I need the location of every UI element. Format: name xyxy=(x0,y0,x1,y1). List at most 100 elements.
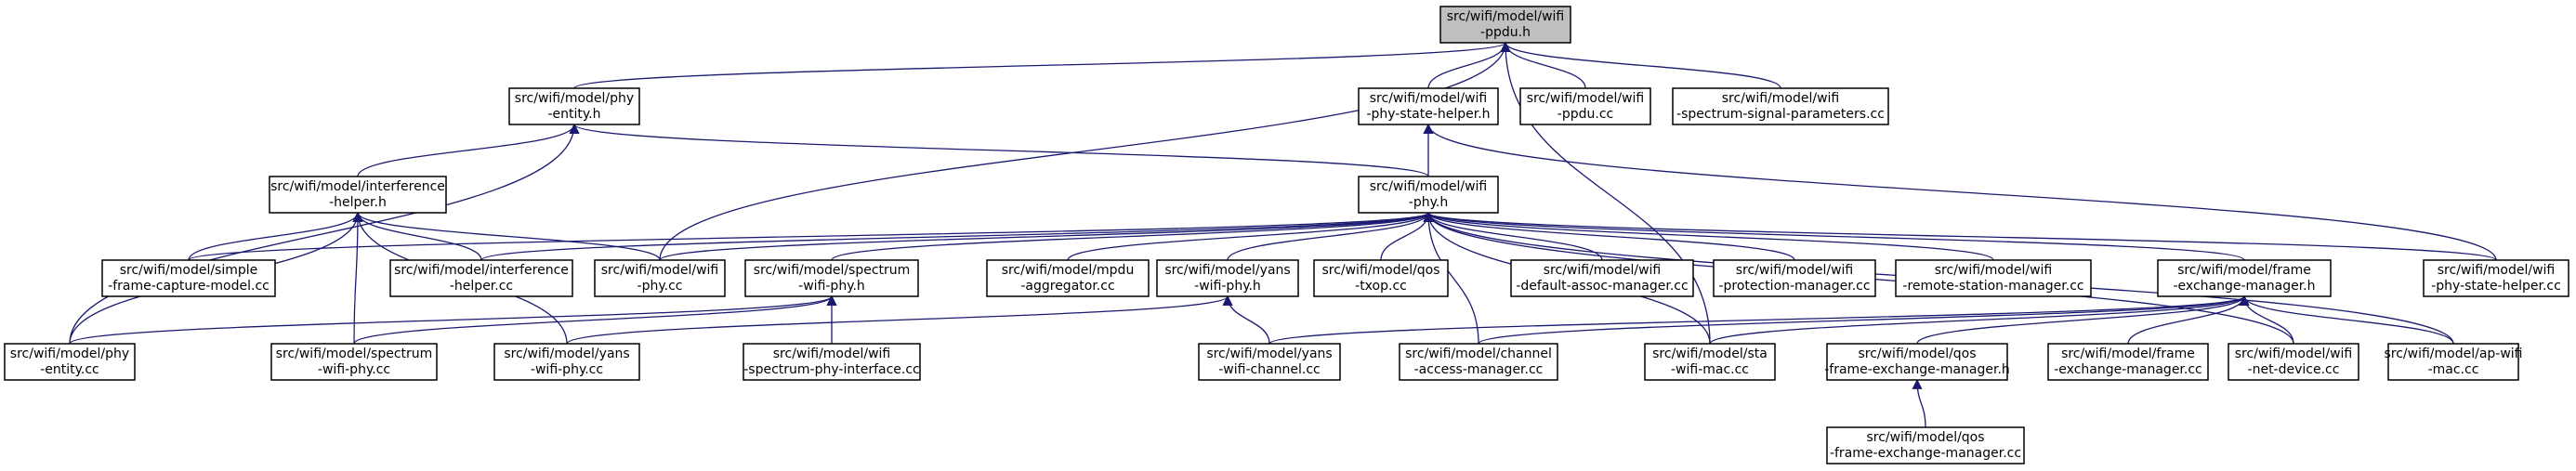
file-node-ap-wifi-mac-cc[interactable]: src/wifi/model/ap-wifi-mac.cc xyxy=(2384,343,2523,381)
file-node-label-line: src/wifi/model/frame xyxy=(2061,347,2195,361)
file-node-label-line: -wifi-phy.cc xyxy=(531,362,603,377)
file-node-box xyxy=(101,259,276,297)
file-node-spectrum-wifi-phy-h[interactable]: src/wifi/model/spectrum-wifi-phy.h xyxy=(744,259,919,297)
edge-interference_helper_cc-to-wifi_phy_h xyxy=(480,211,1434,261)
file-node-label-line: -ppdu.cc xyxy=(1557,107,1613,122)
file-node-protection-manager-cc[interactable]: src/wifi/model/wifi-protection-manager.c… xyxy=(1713,259,1876,297)
file-node-label-line: src/wifi/model/wifi xyxy=(1544,263,1662,278)
dependency-edge xyxy=(831,211,1434,261)
file-node-label-line: -frame-exchange-manager.h xyxy=(1824,362,2010,377)
file-node-wifi-ppdu-cc[interactable]: src/wifi/model/wifi-ppdu.cc xyxy=(1519,87,1651,125)
file-node-phy-entity-cc[interactable]: src/wifi/model/phy-entity.cc xyxy=(4,343,136,381)
edge-phy_entity_h-to-root xyxy=(573,41,1511,89)
file-node-box xyxy=(2047,343,2209,381)
file-node-label-line: -txop.cc xyxy=(1355,279,1407,294)
file-node-label-line: -exchange-manager.h xyxy=(2174,279,2316,294)
file-node-qos-frame-exchange-manager-cc[interactable]: src/wifi/model/qos-frame-exchange-manage… xyxy=(1826,426,2025,464)
file-node-box xyxy=(389,259,573,297)
edge-phy_state_helper_cc-to-phy_state_helper_h xyxy=(1423,123,2497,261)
file-node-interference-helper-cc[interactable]: src/wifi/model/interference-helper.cc xyxy=(389,259,573,297)
file-node-root[interactable]: src/wifi/model/wifi-ppdu.h xyxy=(1439,6,1571,44)
file-node-phy-entity-h[interactable]: src/wifi/model/phy-entity.h xyxy=(508,87,640,125)
file-node-label-line: -mac.cc xyxy=(2428,362,2479,377)
edge-wifi_phy_h-to-phy_entity_h xyxy=(569,123,1429,177)
dependency-edge xyxy=(1500,41,1781,89)
edge-wifi_ppdu_cc-to-root xyxy=(1500,41,1586,89)
file-node-label-line: -frame-exchange-manager.cc xyxy=(1830,446,2021,461)
file-node-box xyxy=(1519,87,1651,125)
file-node-default-assoc-manager-cc[interactable]: src/wifi/model/wifi-default-assoc-manage… xyxy=(1510,259,1694,297)
file-node-box xyxy=(1358,87,1499,125)
file-node-label-line: src/wifi/model/yans xyxy=(1206,347,1332,361)
file-node-remote-station-manager-cc[interactable]: src/wifi/model/wifi-remote-station-manag… xyxy=(1895,259,2092,297)
file-node-yans-wifi-channel-cc[interactable]: src/wifi/model/yans-wifi-channel.cc xyxy=(1198,343,1341,381)
edge-phy_entity_cc-to-phy_entity_h xyxy=(69,123,580,345)
file-node-label-line: src/wifi/model/qos xyxy=(1858,347,1976,361)
file-node-simple-frame-capture-cc[interactable]: src/wifi/model/simple-frame-capture-mode… xyxy=(101,259,276,297)
dependency-edge xyxy=(1709,294,2250,345)
dependency-edge xyxy=(1222,294,1270,345)
edge-spectrum_wifi_phy_h-to-wifi_phy_h xyxy=(831,211,1434,261)
file-node-label-line: src/wifi/model/simple xyxy=(120,263,258,278)
file-node-yans-wifi-phy-h[interactable]: src/wifi/model/yans-wifi-phy.h xyxy=(1156,259,1299,297)
file-node-box xyxy=(1313,259,1449,297)
file-node-label-line: src/wifi/model/ap-wifi xyxy=(2384,347,2522,361)
file-node-label-line: src/wifi/model/interference xyxy=(270,179,445,194)
file-node-label-line: -wifi-phy.h xyxy=(1194,279,1261,294)
file-node-label-line: -phy-state-helper.h xyxy=(1366,107,1490,122)
file-node-frame-exchange-manager-cc[interactable]: src/wifi/model/frame-exchange-manager.cc xyxy=(2047,343,2209,381)
file-node-label-line: src/wifi/model/wifi xyxy=(1935,263,2053,278)
file-node-label-line: -wifi-mac.cc xyxy=(1671,362,1749,377)
file-node-label-line: -wifi-channel.cc xyxy=(1218,362,1321,377)
file-node-label-line: src/wifi/model/yans xyxy=(1164,263,1290,278)
file-node-label-line: src/wifi/model/interference xyxy=(394,263,569,278)
file-node-wifi-phy-h[interactable]: src/wifi/model/wifi-phy.h xyxy=(1358,176,1499,214)
file-node-label-line: src/wifi/model/phy xyxy=(10,347,129,361)
file-node-label-line: src/wifi/model/wifi xyxy=(1370,179,1488,194)
file-node-label-line: src/wifi/model/yans xyxy=(504,347,629,361)
edge-channel_access_manager_cc-to-frame_exchange_manager_h xyxy=(1478,294,2250,345)
edge-interference_helper_cc-to-interference_helper_h xyxy=(352,211,482,261)
dependency-edge xyxy=(1268,294,2250,345)
file-node-frame-exchange-manager-h[interactable]: src/wifi/model/frame-exchange-manager.h xyxy=(2157,259,2332,297)
file-node-label-line: -protection-manager.cc xyxy=(1718,279,1870,294)
edge-qos_frame_exchange_manager_h-to-frame_exchange_manager_h xyxy=(1916,294,2250,345)
file-node-box xyxy=(269,176,447,214)
dependency-edge xyxy=(352,211,363,345)
file-node-box xyxy=(2228,343,2359,381)
edge-sta_wifi_mac_cc-to-root xyxy=(1500,41,1711,345)
file-node-label-line: src/wifi/model/spectrum xyxy=(754,263,911,278)
file-node-mpdu-aggregator-cc[interactable]: src/wifi/model/mpdu-aggregator.cc xyxy=(986,259,1150,297)
edge-mpdu_aggregator_cc-to-wifi_phy_h xyxy=(1067,211,1434,261)
file-node-label-line: src/wifi/model/wifi xyxy=(1447,9,1565,24)
dependency-edge xyxy=(188,211,1433,261)
file-node-phy-state-helper-h[interactable]: src/wifi/model/wifi-phy-state-helper.h xyxy=(1358,87,1499,125)
file-node-label-line: -exchange-manager.cc xyxy=(2054,362,2202,377)
edge-channel_access_manager_cc-to-wifi_phy_h xyxy=(1423,211,1479,345)
edge-wifi_phy_cc-to-wifi_phy_h xyxy=(659,211,1434,261)
file-node-wifi-phy-cc[interactable]: src/wifi/model/wifi-phy.cc xyxy=(594,259,726,297)
file-node-yans-wifi-phy-cc[interactable]: src/wifi/model/yans-wifi-phy.cc xyxy=(493,343,640,381)
file-node-sta-wifi-mac-cc[interactable]: src/wifi/model/sta-wifi-mac.cc xyxy=(1644,343,1776,381)
file-node-interference-helper-h[interactable]: src/wifi/model/interference-helper.h xyxy=(269,176,447,214)
file-node-qos-txop-cc[interactable]: src/wifi/model/qos-txop.cc xyxy=(1313,259,1449,297)
file-node-box xyxy=(744,259,919,297)
file-node-spectrum-wifi-phy-cc[interactable]: src/wifi/model/spectrum-wifi-phy.cc xyxy=(270,343,438,381)
dependency-edge xyxy=(2239,294,2454,345)
file-node-qos-frame-exchange-manager-h[interactable]: src/wifi/model/qos-frame-exchange-manage… xyxy=(1824,343,2010,381)
file-node-box xyxy=(1713,259,1876,297)
file-node-spectrum-phy-interface-cc[interactable]: src/wifi/model/wifi-spectrum-phy-interfa… xyxy=(743,343,921,381)
file-node-channel-access-manager-cc[interactable]: src/wifi/model/channel-access-manager.cc xyxy=(1399,343,1558,381)
dependency-edge xyxy=(1427,41,1511,89)
edge-phy_entity_cc-to-spectrum_wifi_phy_h xyxy=(69,294,837,345)
dependency-edge xyxy=(1227,211,1434,261)
file-node-phy-state-helper-cc[interactable]: src/wifi/model/wifi-phy-state-helper.cc xyxy=(2423,259,2569,297)
file-node-label-line: src/wifi/model/wifi xyxy=(1370,91,1488,106)
file-node-box xyxy=(1399,343,1558,381)
dependency-edge xyxy=(1423,211,1994,261)
file-node-label-line: -phy.h xyxy=(1409,195,1448,210)
edge-simple_frame_capture_cc-to-wifi_phy_h xyxy=(188,211,1433,261)
file-node-spectrum-signal-params-cc[interactable]: src/wifi/model/wifi-spectrum-signal-para… xyxy=(1672,87,1889,125)
file-node-wifi-net-device-cc[interactable]: src/wifi/model/wifi-net-device.cc xyxy=(2228,343,2359,381)
file-node-label-line: src/wifi/model/wifi xyxy=(1722,91,1840,106)
